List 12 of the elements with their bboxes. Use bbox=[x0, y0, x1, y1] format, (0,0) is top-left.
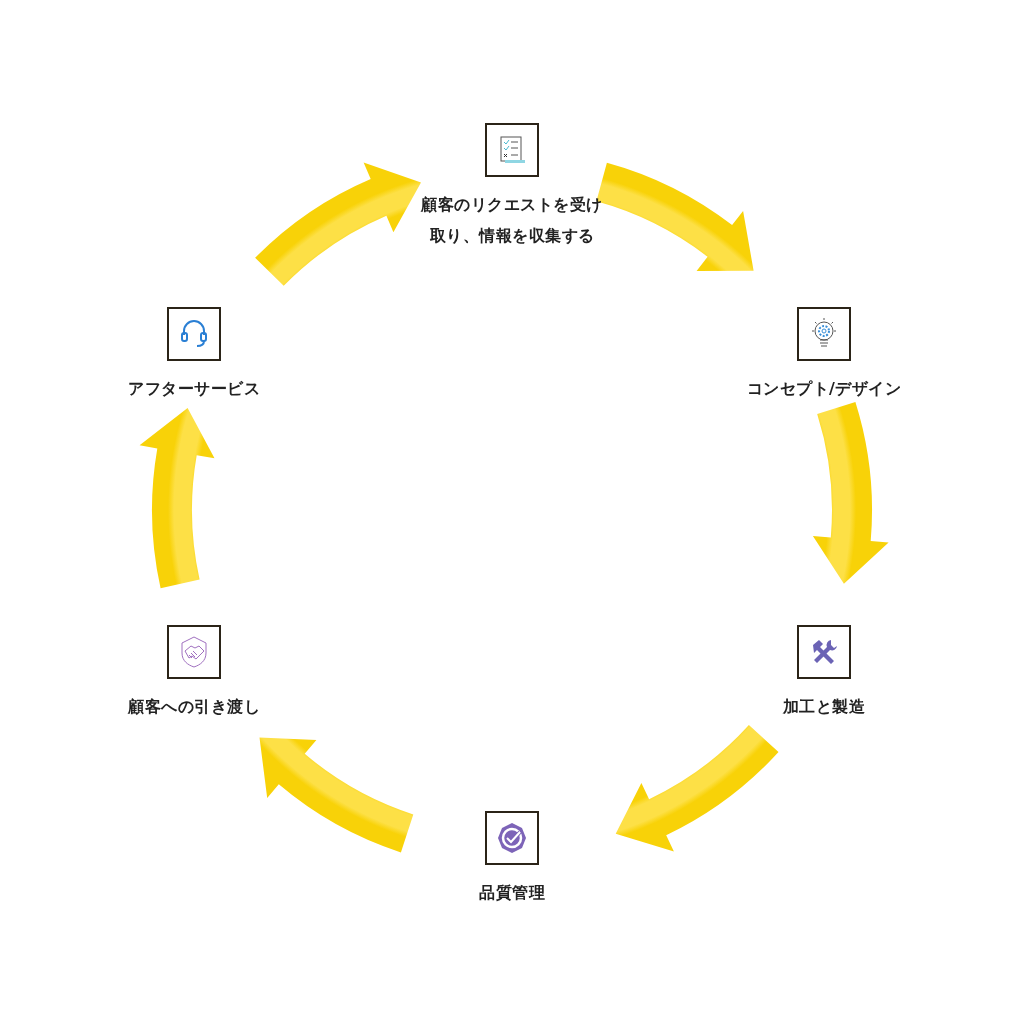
step-label: 顧客のリクエストを受け取り、情報を収集する bbox=[419, 194, 604, 247]
step-label: 品質管理 bbox=[479, 882, 545, 904]
curved-arrow bbox=[139, 408, 215, 589]
curved-arrow bbox=[596, 162, 754, 271]
step-label: 加工と製造 bbox=[782, 696, 866, 718]
step-label: アフターサービス bbox=[128, 378, 260, 400]
curved-arrow bbox=[255, 162, 421, 286]
curved-arrow bbox=[615, 725, 779, 852]
curved-arrow bbox=[259, 737, 414, 853]
curved-arrow bbox=[812, 401, 889, 584]
step-label: コンセプト/デザイン bbox=[746, 378, 902, 400]
step-label: 顧客への引き渡し bbox=[128, 696, 260, 718]
